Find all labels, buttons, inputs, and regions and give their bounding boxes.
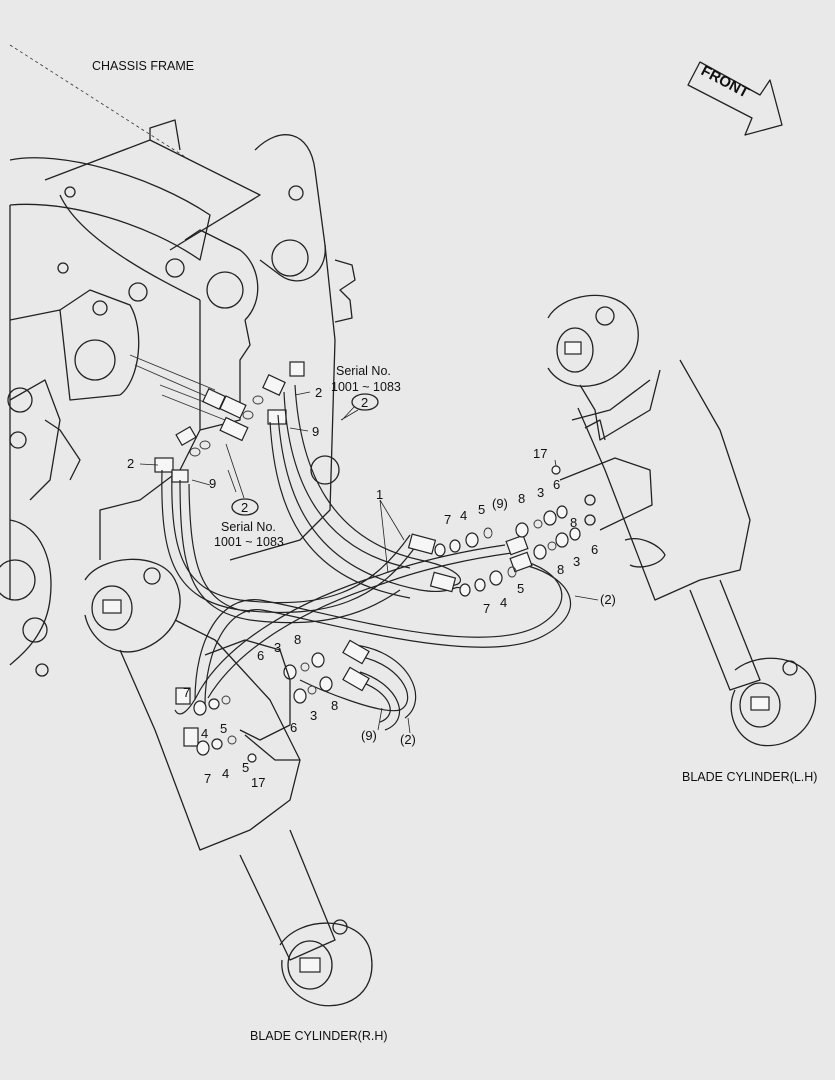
callout-9: 9 (312, 424, 319, 439)
callout-2b: (2) (600, 592, 616, 607)
callout-1: 1 (376, 487, 383, 502)
callout-3: 3 (573, 554, 580, 569)
callout-9b: (9) (361, 728, 377, 743)
fitting-stack (193, 465, 581, 763)
callout-4: 4 (500, 595, 507, 610)
front-arrow: FRONT (687, 61, 783, 136)
callout-7: 7 (444, 512, 451, 527)
serial-note-title: Serial No. (221, 520, 276, 534)
callout-7: 7 (183, 685, 190, 700)
callout-7: 7 (483, 601, 490, 616)
serial-note-top: Serial No. 1001 ~ 1083 2 (331, 364, 401, 411)
callout-8: 8 (557, 562, 564, 577)
serial-note-range: 1001 ~ 1083 (214, 535, 284, 549)
callout-4: 4 (222, 766, 229, 781)
serial-note-range: 1001 ~ 1083 (331, 380, 401, 394)
callout-3: 3 (274, 640, 281, 655)
callout-5: 5 (517, 581, 524, 596)
callout-3: 3 (310, 708, 317, 723)
callout-6: 6 (553, 477, 560, 492)
callout-9b: (9) (492, 496, 508, 511)
blade-cylinder-lh-drawing (547, 294, 817, 747)
serial-note-title: Serial No. (336, 364, 391, 378)
callout-5: 5 (220, 721, 227, 736)
center-fittings (129, 354, 305, 499)
titles: CHASSIS FRAME BLADE CYLINDER(L.H) BLADE … (92, 59, 817, 1043)
chassis-frame-drawing (0, 44, 356, 677)
callout-6: 6 (290, 720, 297, 735)
callout-5: 5 (242, 760, 249, 775)
callout-17: 17 (251, 775, 265, 790)
leader-lines (139, 391, 599, 734)
callout-4: 4 (201, 726, 208, 741)
hydraulic-hoses (161, 384, 572, 747)
callout-8: 8 (518, 491, 525, 506)
callout-6: 6 (591, 542, 598, 557)
blade-cylinder-rh-drawing (84, 558, 373, 1007)
blade-cylinder-lh-label: BLADE CYLINDER(L.H) (682, 770, 817, 784)
serial-note-bottom: 2 Serial No. 1001 ~ 1083 (214, 498, 284, 549)
chassis-frame-label: CHASSIS FRAME (92, 59, 194, 73)
callout-8: 8 (570, 515, 577, 530)
callout-2: 2 (127, 456, 134, 471)
callout-6: 6 (257, 648, 264, 663)
callout-17: 17 (533, 446, 547, 461)
serial-note-ref: 2 (361, 395, 368, 410)
callout-4: 4 (460, 508, 467, 523)
callout-2: 2 (315, 385, 322, 400)
callout-8: 8 (294, 632, 301, 647)
callout-7: 7 (204, 771, 211, 786)
part-callouts: 1 2 9 2 9 17 6 (9) 8 3 7 4 5 8 3 6 8 5 4… (127, 385, 616, 790)
callout-2b: (2) (400, 732, 416, 747)
callout-9: 9 (209, 476, 216, 491)
callout-5: 5 (478, 502, 485, 517)
callout-8: 8 (331, 698, 338, 713)
serial-note-ref: 2 (241, 500, 248, 515)
blade-cylinder-rh-label: BLADE CYLINDER(R.H) (250, 1029, 388, 1043)
front-label: FRONT (698, 62, 752, 101)
callout-3: 3 (537, 485, 544, 500)
